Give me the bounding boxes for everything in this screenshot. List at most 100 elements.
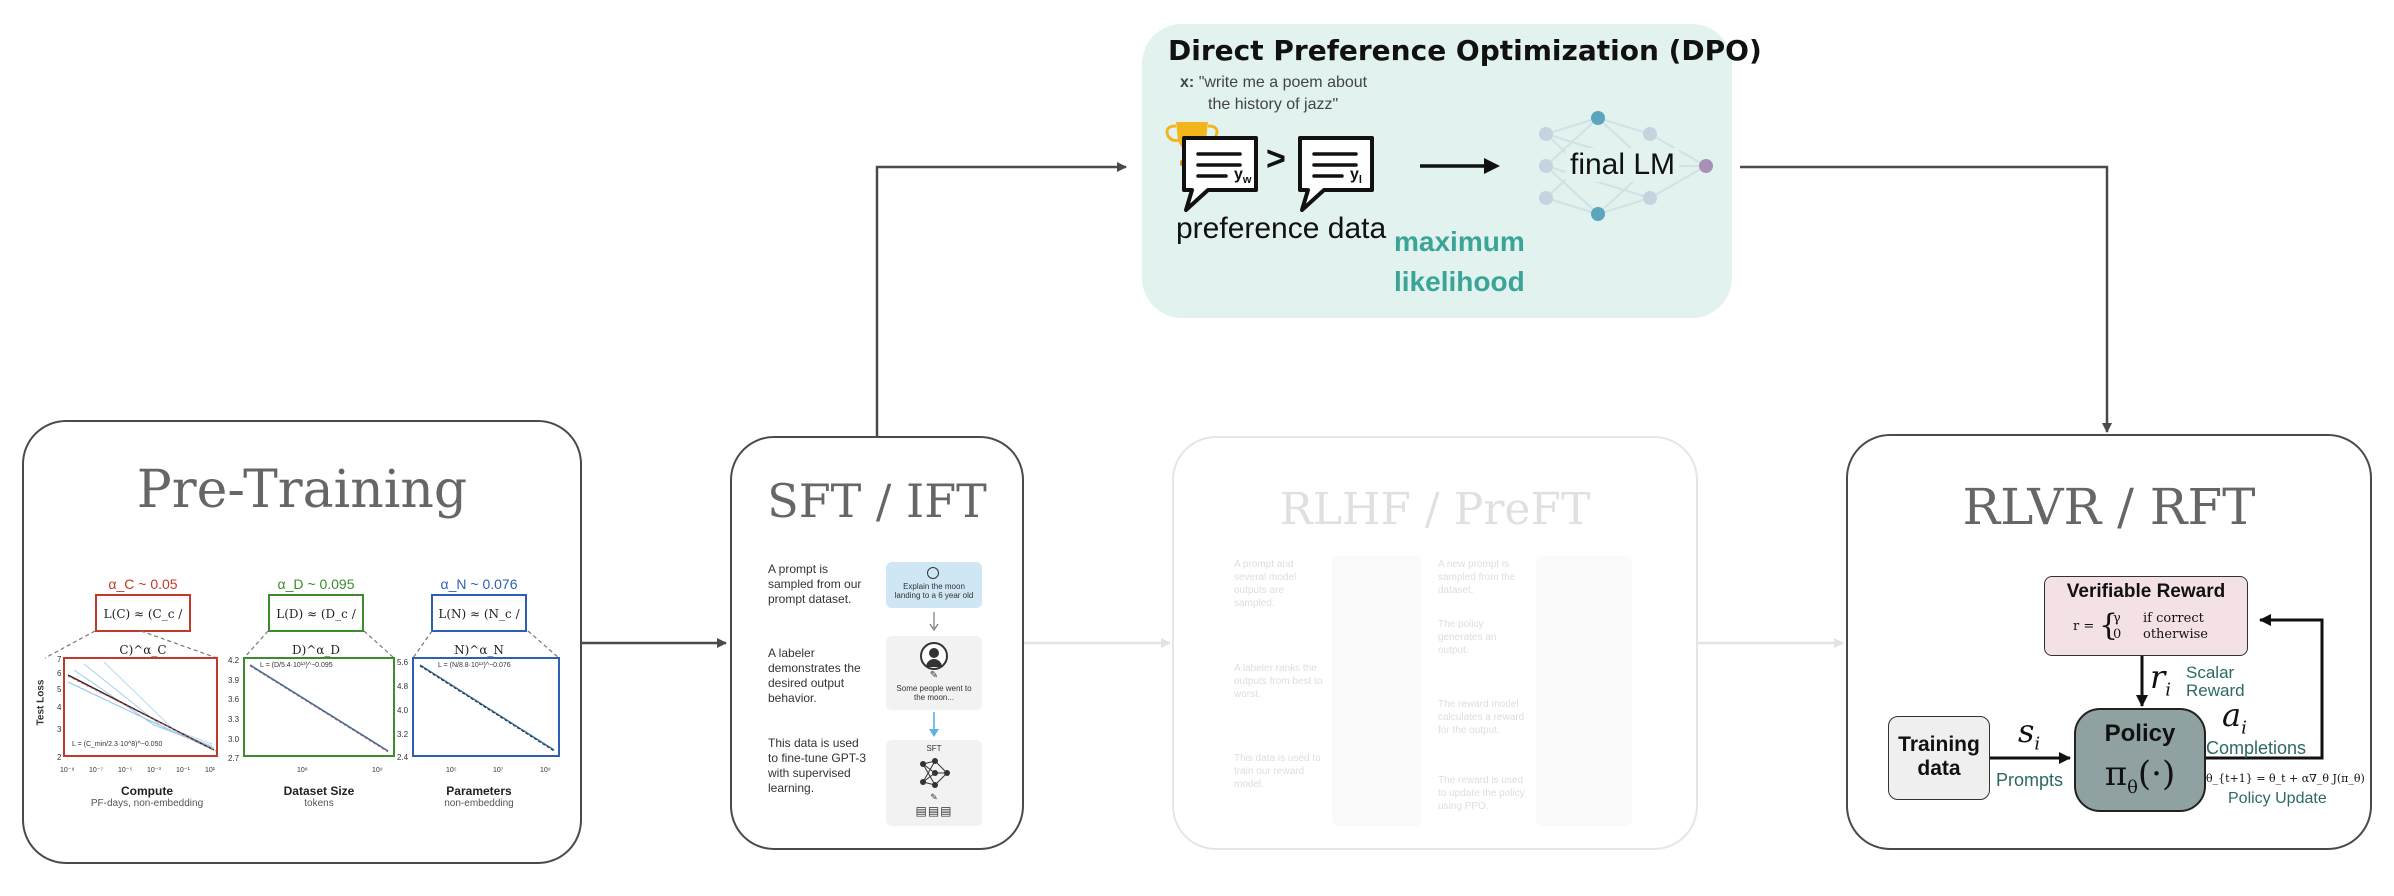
sft-step-3-text: This data is used to fine-tune GPT-3 wit… xyxy=(768,736,867,795)
training-data-box: Training data xyxy=(1888,716,1990,800)
policy-formula: πθ(·) xyxy=(2076,754,2204,798)
training-line-1: Training xyxy=(1898,733,1980,756)
sft-label: SFT xyxy=(926,744,942,753)
rlhf-step-text: A new prompt is sampled from the dataset… xyxy=(1438,559,1516,596)
x-tick: 10⁻⁵ xyxy=(118,767,133,774)
labeler-avatar-icon xyxy=(920,642,948,670)
x-tick: 10⁹ xyxy=(372,767,383,774)
x-tick: 10⁻³ xyxy=(147,767,161,774)
r-symbol: r xyxy=(2150,658,2166,696)
pretraining-card: Pre-Training xyxy=(22,420,582,864)
y-tick: 3.6 xyxy=(228,695,240,704)
network-icon xyxy=(920,758,950,788)
formula-box: L(C) ≈ (C_c / C)^α_C xyxy=(95,594,191,657)
pencil-icon: ✎ xyxy=(929,670,939,681)
x-axis-label: Dataset Size xyxy=(283,784,355,798)
y-axis-label: Test Loss xyxy=(35,679,47,726)
scalar-line-1: Scalar xyxy=(2186,663,2235,682)
case-2-value: 0 xyxy=(2113,627,2122,642)
chat-bubble-winner-icon xyxy=(1182,136,1258,212)
x-axis-sublabel: PF-days, non-embedding xyxy=(90,798,204,809)
sft-prompt-text: Explain the moon landing to a 6 year old xyxy=(894,582,974,600)
legend-text: L = (N/8.8·10¹³)^−0.076 xyxy=(438,662,511,669)
case-1-value: γ xyxy=(2113,611,2121,626)
dpo-title: Direct Preference Optimization (DPO) xyxy=(1168,34,1762,67)
s-symbol: s xyxy=(2018,712,2035,750)
ml-line-2: likelihood xyxy=(1394,266,1525,297)
x-tick: 10⁻¹ xyxy=(176,767,190,774)
x-axis-label: Parameters xyxy=(446,784,512,798)
prompt-line-2: the history of jazz" xyxy=(1208,96,1339,113)
x-axis-sublabel: non-embedding xyxy=(444,798,514,809)
winner-label: yw xyxy=(1234,166,1252,187)
loser-label: yl xyxy=(1350,166,1362,187)
policy-update-formula: θ_{t+1} = θ_t + α∇_θ J(π_θ) xyxy=(2206,772,2365,785)
r-sub: i xyxy=(2165,679,2172,701)
formula-box: L(D) ≈ (D_c / D)^α_D xyxy=(268,594,364,657)
maximum-likelihood-label: maximum likelihood xyxy=(1394,222,1525,302)
verifiable-reward-box: Verifiable Reward r = { γ if correct 0 o… xyxy=(2044,576,2248,656)
ml-arrow xyxy=(1420,158,1500,174)
formula-box: L(N) ≈ (N_c / N)^α_N xyxy=(431,594,527,657)
pretraining-title: Pre-Training xyxy=(136,460,468,520)
prompts-label: Prompts xyxy=(1996,770,2064,790)
sft-step-1-text: A prompt is sampled from our prompt data… xyxy=(768,562,862,606)
completions-label: Completions xyxy=(2206,738,2307,758)
a-sub: i xyxy=(2241,717,2247,739)
x-tick: 10⁷ xyxy=(493,767,504,774)
scalar-line-2: Reward xyxy=(2186,681,2245,700)
x-tick: 10⁵ xyxy=(446,767,457,774)
down-arrow-icon xyxy=(929,612,939,632)
preference-data-label: preference data xyxy=(1176,212,1387,245)
sft-prompt-panel: Explain the moon landing to a 6 year old xyxy=(886,562,982,608)
legend-text: L = (C_min/2.3·10^8)^−0.050 xyxy=(72,741,163,748)
rlhf-step-text: The reward is used to update the policy … xyxy=(1438,775,1525,812)
y-tick: 3 xyxy=(57,725,62,734)
rlhf-title: RLHF / PreFT xyxy=(1279,484,1591,535)
rlvr-title: RLVR / RFT xyxy=(1962,478,2256,536)
y-tick: 5 xyxy=(57,685,62,694)
y-tick: 3.2 xyxy=(397,730,409,739)
r-i-label: ri xyxy=(2150,658,2171,700)
x-tick: 10⁻⁷ xyxy=(89,767,104,774)
rlvr-flow-arrows xyxy=(1990,614,2324,764)
y-tick: 7 xyxy=(57,655,62,664)
sft-step-2-text: A labeler demonstrates the desired outpu… xyxy=(768,646,861,705)
pretraining-chart-plot xyxy=(412,630,560,757)
x-tick: 10⁹ xyxy=(540,767,551,774)
a-i-label: ai xyxy=(2222,696,2247,738)
pi-symbol: π xyxy=(2104,754,2128,794)
prompt-x-label: x: xyxy=(1180,74,1195,91)
y-tick: 2.4 xyxy=(397,753,409,762)
arrow-completions-to-reward xyxy=(2206,614,2324,760)
s-sub: i xyxy=(2034,733,2041,755)
down-arrow-icon xyxy=(929,712,939,737)
sft-demo-text: Some people went to the moon... xyxy=(896,684,972,702)
prompt-line-1: "write me a poem about xyxy=(1198,74,1368,91)
rlhf-step-text: A prompt and several model outputs are s… xyxy=(1234,559,1297,609)
x-tick: 10⁻⁹ xyxy=(60,767,75,774)
brace: { xyxy=(2099,608,2119,643)
alpha-label: α_C ~ 0.05 xyxy=(108,576,178,592)
arrow-sft-to-dpo xyxy=(875,162,1127,436)
policy-title: Policy xyxy=(2104,720,2176,747)
policy-box: Policy πθ(·) xyxy=(2074,708,2206,812)
y-tick: 5.6 xyxy=(397,658,409,667)
pretraining-chart-plot xyxy=(243,630,395,757)
winner-sub: w xyxy=(1242,174,1252,187)
alpha-label: α_N ~ 0.076 xyxy=(440,576,518,592)
s-i-label: si xyxy=(2018,712,2040,754)
policy-arg: (·) xyxy=(2137,754,2176,794)
chat-bubble-loser-icon xyxy=(1298,136,1374,212)
greater-than-symbol: > xyxy=(1266,140,1286,178)
dpo-prompt: x: "write me a poem about the history of… xyxy=(1180,72,1367,116)
sft-title: SFT / IFT xyxy=(767,474,987,528)
alpha-label: α_D ~ 0.095 xyxy=(277,576,355,592)
y-tick: 3.0 xyxy=(228,735,240,744)
theta-sub: θ xyxy=(2127,776,2138,798)
y-tick: 2 xyxy=(57,753,62,762)
sft-labeler-panel: ✎ Some people went to the moon... xyxy=(886,636,982,710)
y-tick: 4.0 xyxy=(397,706,409,715)
rlhf-panel xyxy=(1536,556,1632,826)
